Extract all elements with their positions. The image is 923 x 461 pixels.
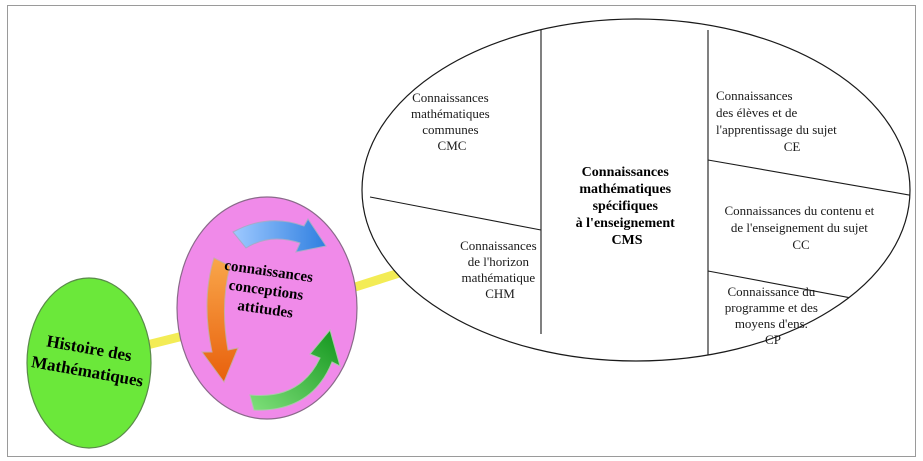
divider-ce-cc	[707, 159, 910, 197]
cell-cp: Connaissance du programme et des moyens …	[725, 284, 821, 347]
cell-chm: Connaissances de l'horizon mathématique …	[460, 238, 540, 301]
history-circle: Histoire des Mathématiques	[26, 277, 152, 449]
cell-ce: Connaissances des élèves et de l'apprent…	[716, 88, 840, 154]
cell-cc: Connaissances du contenu et de l'enseign…	[724, 203, 877, 252]
divider-cmc-chm	[369, 196, 542, 231]
knowledge-oval	[361, 18, 911, 362]
arrow-green-icon	[249, 328, 341, 411]
center-circle: connaissances conceptions attitudes	[176, 196, 358, 420]
cell-cmc: Connaissances mathématiques communes CMC	[411, 90, 493, 153]
arrow-blue-icon	[232, 218, 327, 253]
cell-cms: Connaissances mathématiques spécifiques …	[576, 165, 679, 248]
arrow-orange-icon	[201, 257, 239, 384]
